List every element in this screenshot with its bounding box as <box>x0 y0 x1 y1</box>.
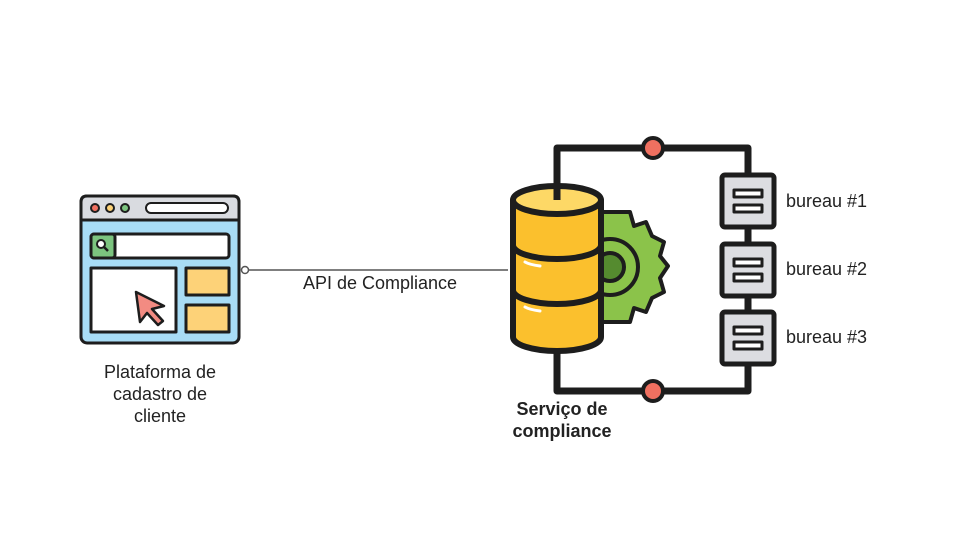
platform-label: Plataforma de cadastro de cliente <box>80 361 240 427</box>
bottom-node-icon <box>641 379 665 403</box>
bureau-1-icon <box>719 172 777 230</box>
platform-label-line-2: cadastro de <box>112 384 208 404</box>
platform-label-line-1: Plataforma de <box>103 362 217 382</box>
bureau-2-label: bureau #2 <box>786 259 868 279</box>
bureau-2-icon <box>719 241 777 299</box>
bureau-3-icon <box>719 309 777 367</box>
bureau-1-label: bureau #1 <box>786 191 868 211</box>
top-node-icon <box>641 136 665 160</box>
service-label: Serviço de compliance <box>482 398 642 442</box>
service-label-line-2: compliance <box>512 421 612 441</box>
database-icon <box>510 183 604 354</box>
api-label: API de Compliance <box>302 273 458 293</box>
api-connector <box>240 265 508 275</box>
browser-window-cursor-icon <box>79 194 241 345</box>
platform-label-line-3: cliente <box>133 406 187 426</box>
service-label-line-1: Serviço de <box>516 399 608 419</box>
bureau-3-label: bureau #3 <box>786 327 868 347</box>
